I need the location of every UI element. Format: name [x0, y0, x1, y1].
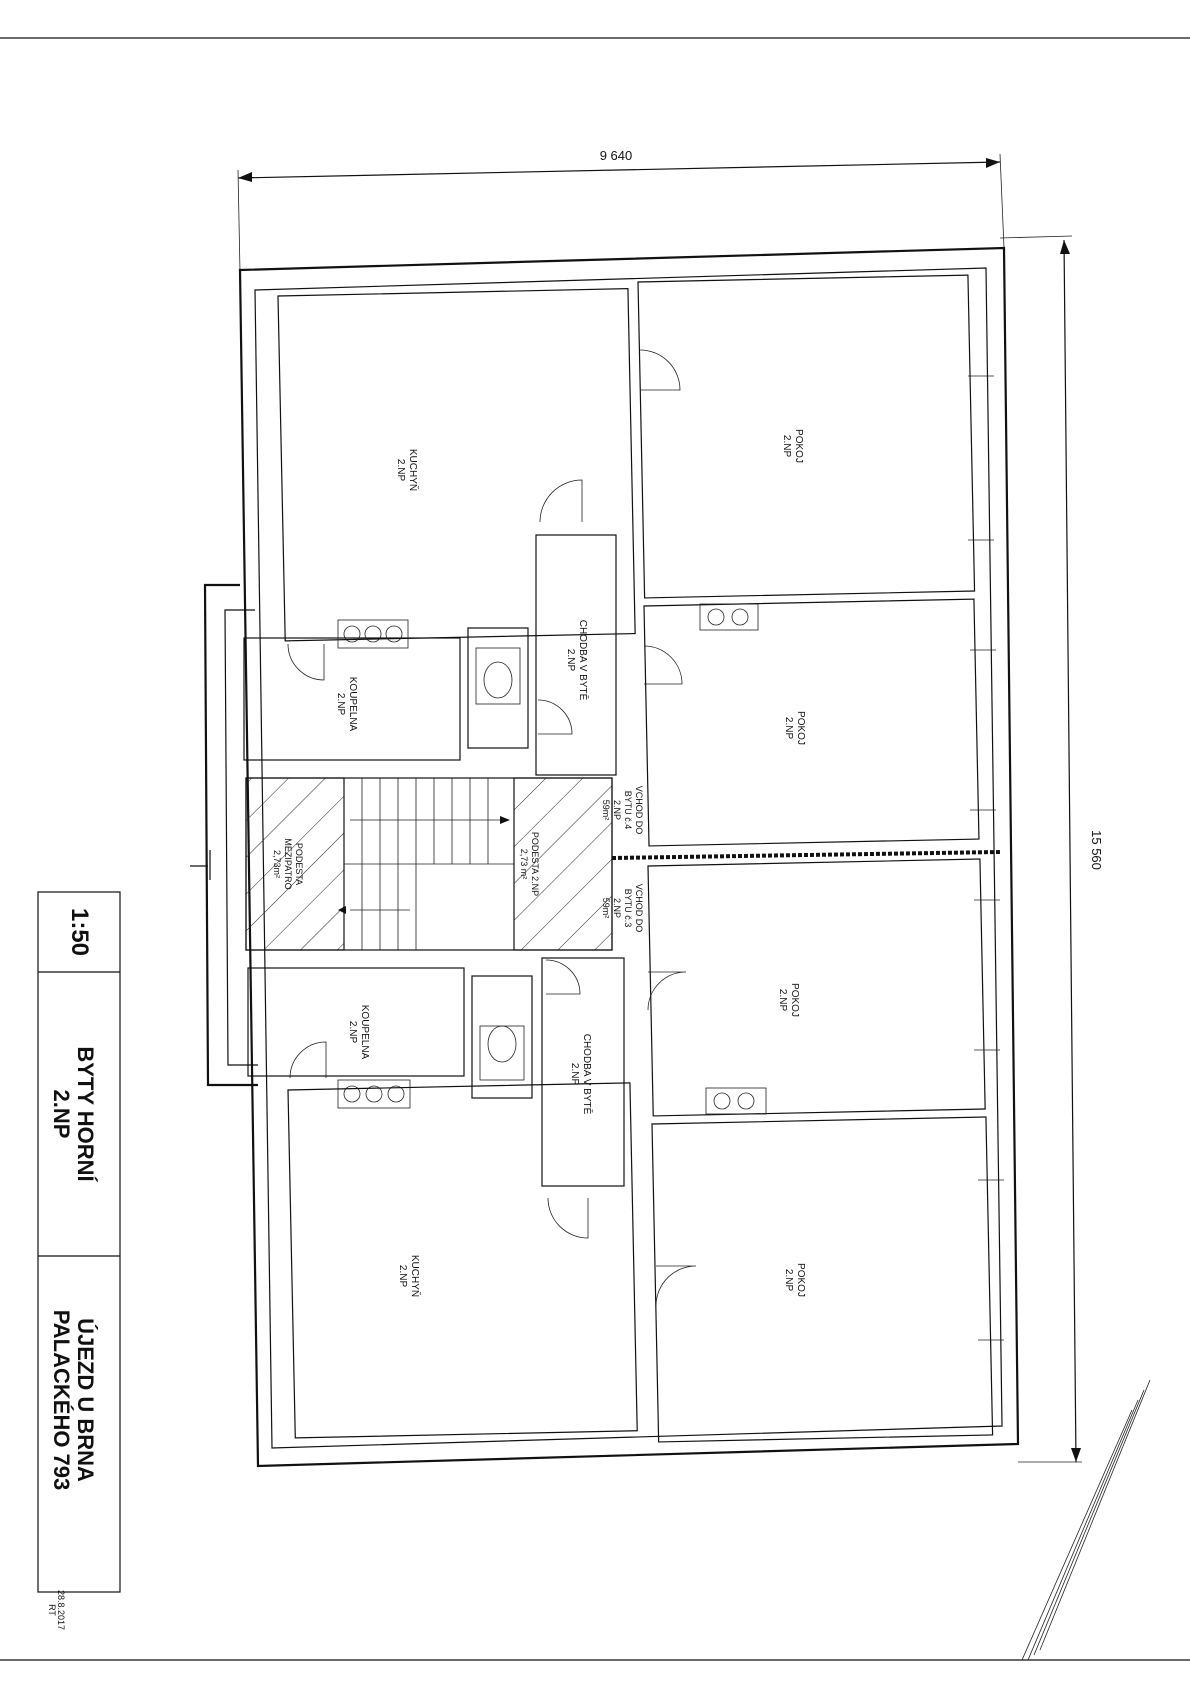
kitchen-bottom-floor: 2.NP: [397, 1265, 408, 1288]
wc-bottom-room: [471, 975, 533, 1099]
door-swings: [287, 349, 697, 1307]
room-3: [647, 858, 986, 1117]
title-line1: BYTY HORNÍ: [73, 1046, 98, 1182]
kitchen-top-name: KUCHYŇ: [407, 449, 420, 491]
room-2-name: POKOJ: [795, 711, 806, 745]
scan-artifact: [1021, 1379, 1151, 1661]
fixture-bottom-icon: [337, 1079, 411, 1109]
corridor-bottom-name: CHODBA V BYTĚ: [581, 1034, 594, 1115]
kitchen-bottom-name: KUCHYŇ: [409, 1255, 422, 1297]
wc-top-room: [467, 627, 529, 749]
title-line2: 2.NP: [49, 1090, 74, 1139]
outer-walls: [238, 246, 1020, 1468]
stair-bay-walls: [203, 583, 258, 1087]
landing-mid-area: 2,73m²: [272, 850, 282, 878]
length-dimension-label: 15 560: [1089, 830, 1104, 870]
entrance-flat3-floor: 2.NP: [612, 898, 622, 918]
fixture-right-top-icon: [699, 603, 759, 631]
entrance-flat3-line1: VCHOD DO: [634, 884, 644, 933]
bath-top-room: [243, 637, 461, 761]
room-1-floor: 2.NP: [781, 435, 792, 458]
room-4: [651, 1116, 994, 1443]
bath-top-name: KOUPELNA: [347, 677, 358, 732]
kitchen-bottom-room: [287, 1082, 638, 1439]
landing-mid-name: PODESTA: [294, 843, 304, 885]
room-2-floor: 2.NP: [783, 717, 794, 740]
entrance-flat4-floor: 2.NP: [612, 800, 622, 820]
width-dimension-label: 9 640: [600, 148, 633, 163]
scale-label: 1:50: [66, 908, 93, 956]
kitchen-top-room: [277, 288, 636, 642]
window-marks: [968, 375, 1004, 1341]
staircase: [245, 777, 613, 951]
toilet-bottom-icon: [479, 1025, 525, 1081]
landing-mid-sub: MEZIPATRO: [283, 838, 293, 889]
room-4-name: POKOJ: [795, 1263, 806, 1297]
entrance-flat4-line2: BYTU č.4: [623, 791, 633, 830]
bath-bottom-room: [247, 967, 465, 1077]
corridor-top-name: CHODBA V BYTĚ: [577, 620, 590, 701]
title-block: [37, 891, 121, 1593]
landing-np2-name: PODESTA 2.NP: [530, 832, 540, 896]
bath-top-floor: 2.NP: [335, 693, 346, 716]
corridor-top-room: [535, 534, 617, 776]
room-2: [643, 598, 980, 847]
stair-treads: [344, 778, 514, 950]
room-3-name: POKOJ: [789, 983, 800, 1017]
date-label: 28.8.2017: [56, 1590, 66, 1630]
corridor-bottom-floor: 2.NP: [569, 1063, 580, 1086]
fixture-right-bottom-icon: [705, 1087, 767, 1115]
bath-bottom-floor: 2.NP: [347, 1021, 358, 1044]
entrance-flat4-area: 59m²: [601, 800, 611, 821]
place-line1: ÚJEZD U BRNA: [73, 1318, 98, 1482]
entrance-flat3-area: 59m²: [601, 898, 611, 919]
entrance-flat3-line2: BYTU č.3: [623, 889, 633, 928]
kitchen-top-floor: 2.NP: [395, 459, 406, 482]
room-1: [637, 274, 976, 599]
landing-np2-area: 2,73 m²: [519, 849, 529, 880]
length-dimension: [999, 235, 1082, 1463]
landing-mid-hatch: [245, 777, 345, 951]
author-label: RT: [47, 1604, 57, 1616]
entrance-flat4-line1: VCHOD DO: [634, 786, 644, 835]
room-4-floor: 2.NP: [783, 1269, 794, 1292]
fixture-top-icon: [337, 619, 409, 649]
corridor-bottom-room: [541, 957, 625, 1187]
place-line2: PALACKÉHO 793: [49, 1310, 74, 1491]
room-3-floor: 2.NP: [777, 989, 788, 1012]
room-1-name: POKOJ: [793, 429, 804, 463]
flat-divider-line: [611, 850, 1001, 860]
width-dimension: [237, 153, 1005, 273]
toilet-top-icon: [475, 647, 521, 705]
landing-np2-hatch: [513, 777, 613, 951]
corridor-top-floor: 2.NP: [565, 649, 576, 672]
bath-bottom-name: KOUPELNA: [359, 1005, 370, 1060]
